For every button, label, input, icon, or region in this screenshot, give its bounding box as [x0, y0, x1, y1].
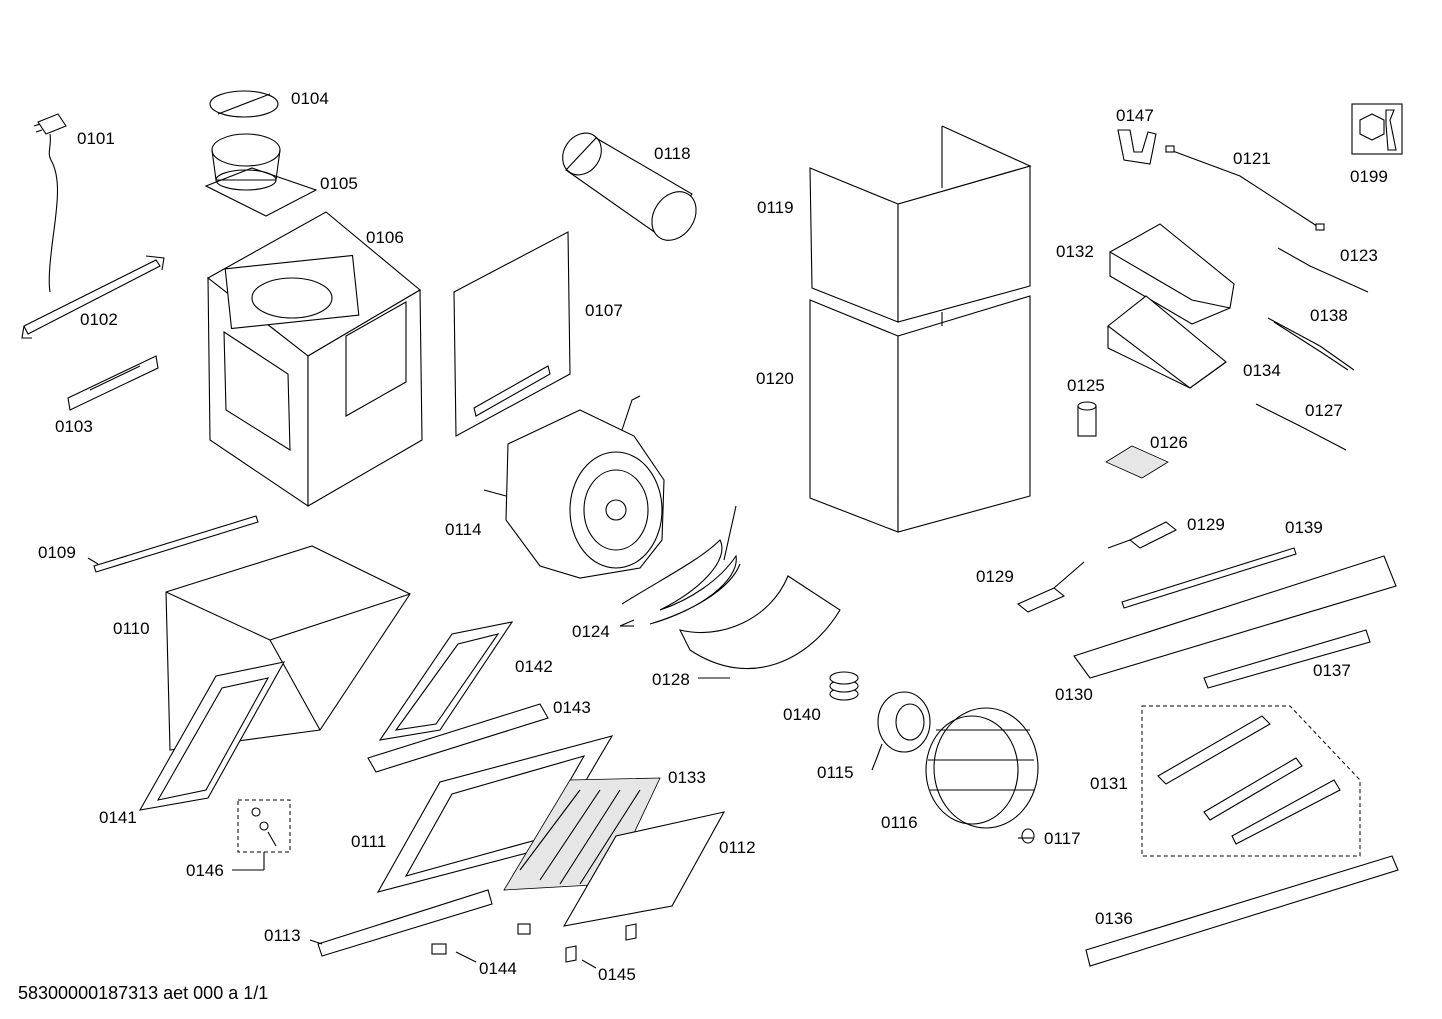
part-0130-front-bar [1073, 555, 1397, 679]
part-label-0111: 0111 [351, 832, 387, 851]
part-0103-bracket [67, 355, 159, 411]
wrench-nut-service-icon [1351, 103, 1403, 155]
part-0115-motor [871, 691, 931, 771]
part-label-0146: 0146 [186, 861, 224, 880]
part-label-0131: 0131 [1090, 774, 1128, 793]
part-label-0117: 0117 [1044, 829, 1081, 848]
part-label-0129-upper: 0129 [1187, 515, 1225, 534]
part-label-0145: 0145 [598, 965, 636, 984]
part-label-0132: 0132 [1056, 242, 1094, 261]
part-0120-lower-chimney [809, 295, 1031, 533]
part-label-0141: 0141 [99, 808, 137, 827]
part-label-0104: 0104 [291, 89, 329, 108]
part-label-0136: 0136 [1095, 909, 1133, 928]
part-label-0130: 0130 [1055, 685, 1093, 704]
part-0111-front-frame [376, 735, 614, 893]
part-0119-upper-chimney [809, 125, 1032, 323]
part-0140-damper [829, 671, 859, 701]
part-label-0118: 0118 [654, 144, 691, 163]
part-0106-housing [207, 211, 423, 508]
part-label-0105: 0105 [320, 174, 358, 193]
part-label-0101: 0101 [77, 129, 115, 148]
part-label-0144: 0144 [479, 959, 517, 978]
part-label-0116: 0116 [881, 813, 918, 832]
part-0112-panel [562, 811, 726, 927]
part-0121-cable [1165, 145, 1325, 231]
part-0113-strip [317, 889, 493, 957]
part-0142-frame [378, 621, 514, 741]
part-0124-coil [620, 505, 741, 627]
part-label-0199: 0199 [1350, 167, 1388, 186]
part-0138-cable [1267, 317, 1355, 371]
part-label-0121: 0121 [1233, 149, 1271, 168]
part-label-0127: 0127 [1305, 401, 1343, 420]
part-0144-clip [431, 923, 531, 955]
part-label-0129-lower: 0129 [976, 567, 1014, 586]
part-0132-box-lid [1108, 223, 1235, 325]
leader-lines [87, 557, 1034, 969]
part-0118-cylinder [562, 132, 697, 241]
part-label-0119: 0119 [757, 198, 794, 217]
part-0128-curved-tray [678, 575, 841, 670]
part-0147-clip [1117, 129, 1157, 165]
part-0127-cable [1255, 403, 1347, 451]
part-label-0102: 0102 [80, 310, 118, 329]
part-label-0123: 0123 [1340, 246, 1378, 265]
part-label-0147: 0147 [1116, 106, 1154, 125]
part-0137-rail [1203, 629, 1371, 689]
part-label-0125: 0125 [1067, 376, 1105, 395]
part-0116-fan-wheel [925, 707, 1039, 829]
part-label-0103: 0103 [55, 417, 93, 436]
part-0141-filter-frame [138, 661, 286, 811]
part-label-0110: 0110 [113, 619, 150, 638]
part-0123-cable [1277, 247, 1369, 293]
part-label-0143: 0143 [553, 698, 591, 717]
part-label-0138: 0138 [1310, 306, 1348, 325]
part-0125-capacitor [1077, 401, 1097, 437]
part-0143-strip [367, 703, 549, 773]
part-label-0124: 0124 [572, 622, 610, 641]
part-label-0106: 0106 [366, 228, 404, 247]
part-label-0112: 0112 [719, 838, 756, 857]
part-0145-foot [565, 923, 637, 963]
part-label-0142: 0142 [515, 657, 553, 676]
part-0105-duct-collar [204, 133, 318, 217]
part-label-0128: 0128 [652, 670, 690, 689]
part-0102-mounting-rail [21, 255, 165, 339]
part-label-0139: 0139 [1285, 518, 1323, 537]
part-0136-bottom-panel [1085, 855, 1399, 967]
part-0129-led-unit-b [1016, 561, 1085, 613]
part-0134-box-base [1107, 295, 1227, 389]
part-0139-strip [1121, 547, 1297, 609]
part-label-0114: 0114 [445, 520, 482, 539]
part-0133-grease-filter [503, 777, 661, 891]
part-label-0120: 0120 [756, 369, 794, 388]
part-label-0107: 0107 [585, 301, 623, 320]
part-label-0133: 0133 [668, 768, 706, 787]
part-label-0109: 0109 [38, 543, 76, 562]
document-id: 58300000187313 aet 000 a 1/1 [18, 983, 269, 1003]
part-0109-strip [93, 515, 259, 573]
part-0146-screws [237, 799, 291, 853]
part-0126-circuit-board [1105, 445, 1169, 479]
part-label-0126: 0126 [1150, 433, 1188, 452]
part-0129-led-unit-a [1107, 521, 1178, 549]
part-0104-cover-disc [209, 90, 279, 118]
part-label-0115: 0115 [817, 763, 854, 782]
part-0117-nut [1021, 828, 1035, 844]
part-0114-blower-housing [483, 395, 665, 579]
part-label-0137: 0137 [1313, 661, 1351, 680]
part-label-0113: 0113 [264, 926, 301, 945]
part-0101-power-cord [33, 113, 67, 293]
part-0131-led-strip-set [1141, 705, 1361, 857]
part-label-0140: 0140 [783, 705, 821, 724]
part-0107-side-panel [453, 231, 571, 437]
part-label-0134: 0134 [1243, 361, 1281, 380]
